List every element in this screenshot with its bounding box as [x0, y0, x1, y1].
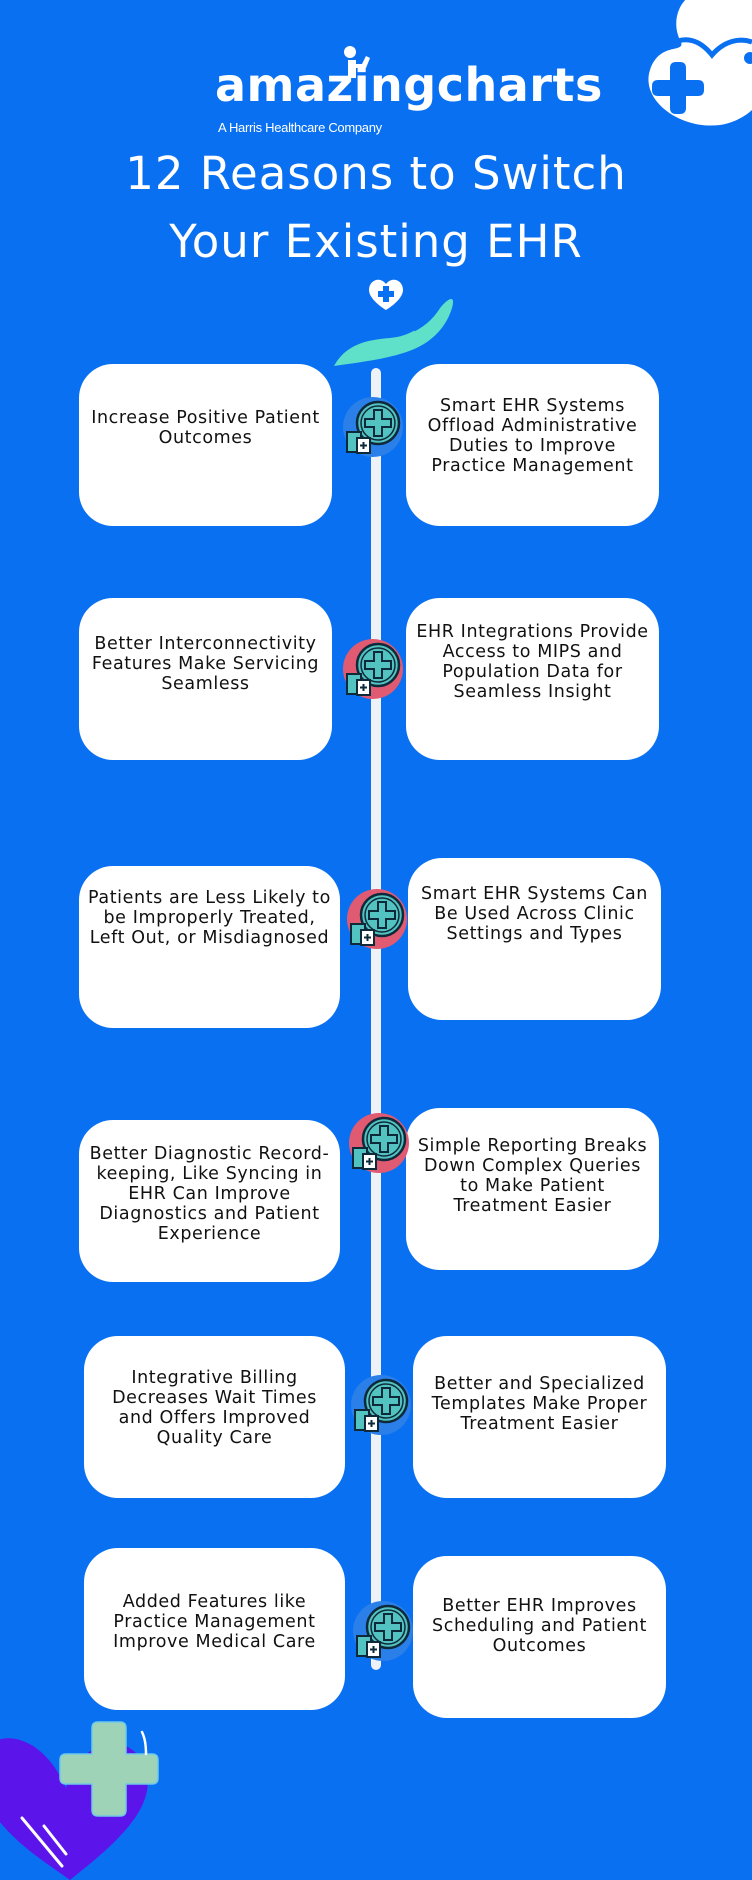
reason-card-2: Smart EHR Systems Offload Administrative…: [406, 364, 659, 526]
medical-records-plus-icon: [347, 889, 407, 949]
logo-wordmark: amazingcharts: [215, 58, 603, 112]
hand-holding-heart-icon: [334, 279, 454, 366]
logo-subtitle: A Harris Healthcare Company: [218, 120, 382, 135]
reason-card-9: Integrative Billing Decreases Wait Times…: [84, 1336, 345, 1498]
medical-records-plus-icon: [343, 639, 403, 699]
medical-records-plus-icon: [349, 1113, 409, 1173]
reason-card-7: Better Diagnostic Record-keeping, Like S…: [79, 1120, 340, 1282]
reason-card-4: EHR Integrations Provide Access to MIPS …: [406, 598, 659, 760]
reason-card-10: Better and Specialized Templates Make Pr…: [413, 1336, 666, 1498]
reason-card-5: Patients are Less Likely to be Improperl…: [79, 866, 340, 1028]
medical-records-plus-icon: [351, 1375, 411, 1435]
heart-with-cross-icon: [648, 0, 752, 126]
reason-card-1: Increase Positive Patient Outcomes: [79, 364, 332, 526]
medical-records-plus-icon: [343, 397, 403, 457]
page-title: 12 Reasons to Switch Your Existing EHR: [0, 140, 752, 276]
title-line-2: Your Existing EHR: [169, 215, 583, 268]
title-line-1: 12 Reasons to Switch: [125, 147, 627, 200]
purple-heart-with-cross-icon: [0, 1721, 159, 1880]
reason-card-3: Better Interconnectivity Features Make S…: [79, 598, 332, 760]
reason-card-8: Simple Reporting Breaks Down Complex Que…: [406, 1108, 659, 1270]
reason-card-6: Smart EHR Systems Can Be Used Across Cli…: [408, 858, 661, 1020]
reason-card-11: Added Features like Practice Management …: [84, 1548, 345, 1710]
medical-records-plus-icon: [353, 1601, 413, 1661]
logo-person-icon: [344, 46, 370, 78]
reason-card-12: Better EHR Improves Scheduling and Patie…: [413, 1556, 666, 1718]
timeline-line: [371, 368, 381, 1670]
